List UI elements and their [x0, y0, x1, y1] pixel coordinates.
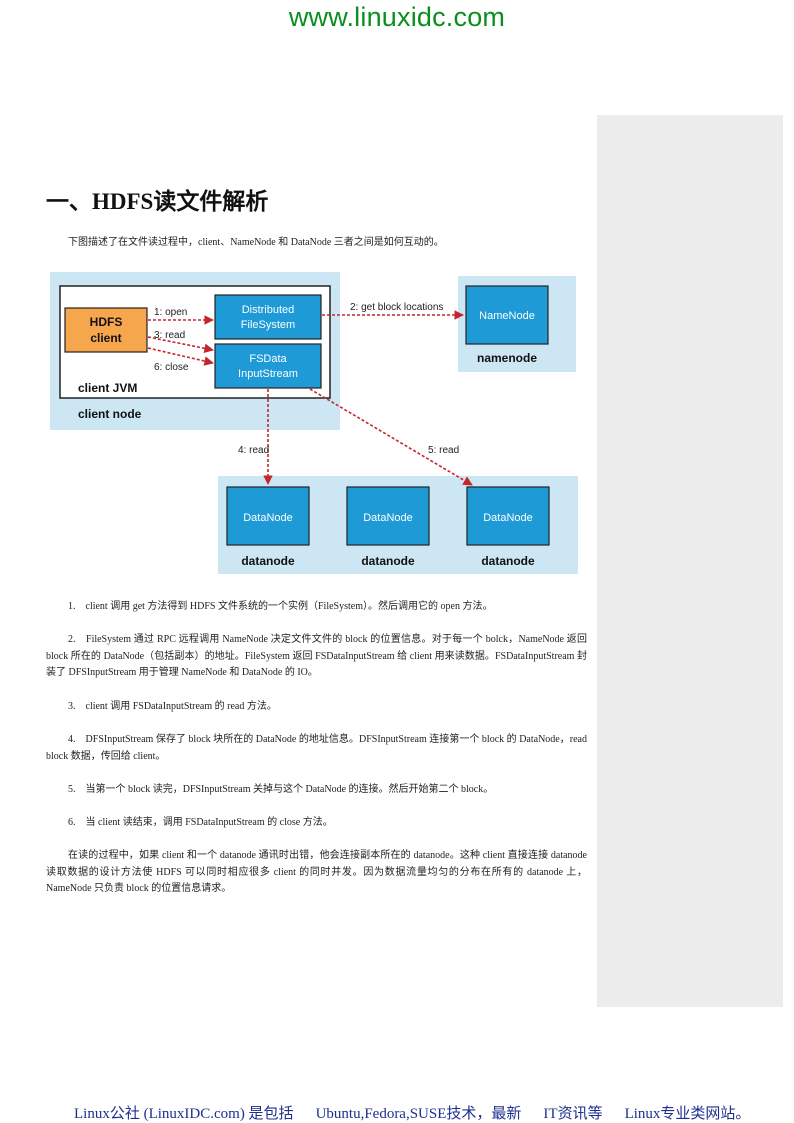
comment-side-panel: [597, 115, 783, 1007]
datanode-2-box-label: DataNode: [363, 512, 413, 524]
page-title: 一、HDFS读文件解析: [46, 189, 269, 214]
datanode-3-box: [466, 486, 550, 546]
datanode-3-box-label: DataNode: [483, 512, 533, 524]
datanode-2-box: [346, 486, 430, 546]
hdfs-read-diagram: client JVM client node HDFS client Distr…: [50, 272, 578, 574]
step-6: 6. 当 client 读结束，调用 FSDataInputStream 的 c…: [68, 817, 333, 828]
step-5: 5. 当第一个 block 读完，DFSInputStream 关掉与这个 Da…: [68, 784, 494, 795]
arrow-read: [147, 336, 214, 354]
distributed-fs-line1: Distributed: [242, 304, 295, 316]
step-4: 4. DFSInputStream 保存了 block 块所在的 DataNod…: [46, 734, 587, 762]
datanode-1-label: datanode: [241, 554, 295, 568]
namenode-label: namenode: [477, 351, 537, 365]
arrow-open-label: 1: open: [154, 307, 187, 318]
fsdata-line1: FSData: [249, 353, 287, 365]
datanode-2-label: datanode: [361, 554, 415, 568]
hdfs-client-box: [64, 307, 148, 353]
namenode-box: [465, 285, 549, 345]
summary-paragraph: 在读的过程中，如果 client 和一个 datanode 通讯时出错，他会连接…: [46, 850, 587, 894]
fsdata-inputstream-box: [214, 343, 322, 389]
hdfs-client-line1: HDFS: [90, 315, 123, 329]
datanode-1-box: [226, 486, 310, 546]
arrow-read4-label: 4: read: [238, 445, 269, 456]
distributed-filesystem-box: [214, 294, 322, 340]
datanode-1-box-label: DataNode: [243, 512, 293, 524]
namenode-box-label: NameNode: [479, 310, 535, 322]
arrow-read5-label: 5: read: [428, 445, 459, 456]
arrow-read-5: [309, 388, 473, 486]
footer-part-3: IT资讯等: [543, 1106, 603, 1122]
step-3: 3. client 调用 FSDataInputStream 的 read 方法…: [68, 701, 277, 712]
footer-site-description[interactable]: Linux公社 (LinuxIDC.com) 是包括 Ubuntu,Fedora,…: [74, 1102, 772, 1123]
footer-part-1: Linux公社 (LinuxIDC.com) 是包括: [74, 1106, 294, 1122]
footer-part-2: Ubuntu,Fedora,SUSE技术，最新: [315, 1106, 522, 1122]
step-1: 1. client 调用 get 方法得到 HDFS 文件系统的一个实例（Fil…: [68, 601, 493, 612]
datanode-3-label: datanode: [481, 554, 535, 568]
arrow-close-label: 6: close: [154, 362, 189, 373]
intro-paragraph: 下图描述了在文件读过程中，client、NameNode 和 DataNode …: [68, 237, 444, 248]
fsdata-line2: InputStream: [238, 368, 298, 380]
distributed-fs-line2: FileSystem: [241, 319, 295, 331]
arrow-get-block-label: 2: get block locations: [350, 302, 443, 313]
hdfs-client-line2: client: [90, 331, 121, 345]
client-jvm-label: client JVM: [78, 381, 137, 395]
header-url[interactable]: www.linuxidc.com: [288, 2, 506, 32]
arrow-read-label: 3: read: [154, 330, 185, 341]
step-2: 2. FileSystem 通过 RPC 远程调用 NameNode 决定文件文…: [46, 634, 587, 678]
arrow-close: [147, 347, 214, 366]
client-node-label: client node: [78, 407, 142, 421]
footer-part-4: Linux专业类网站。: [624, 1106, 751, 1122]
